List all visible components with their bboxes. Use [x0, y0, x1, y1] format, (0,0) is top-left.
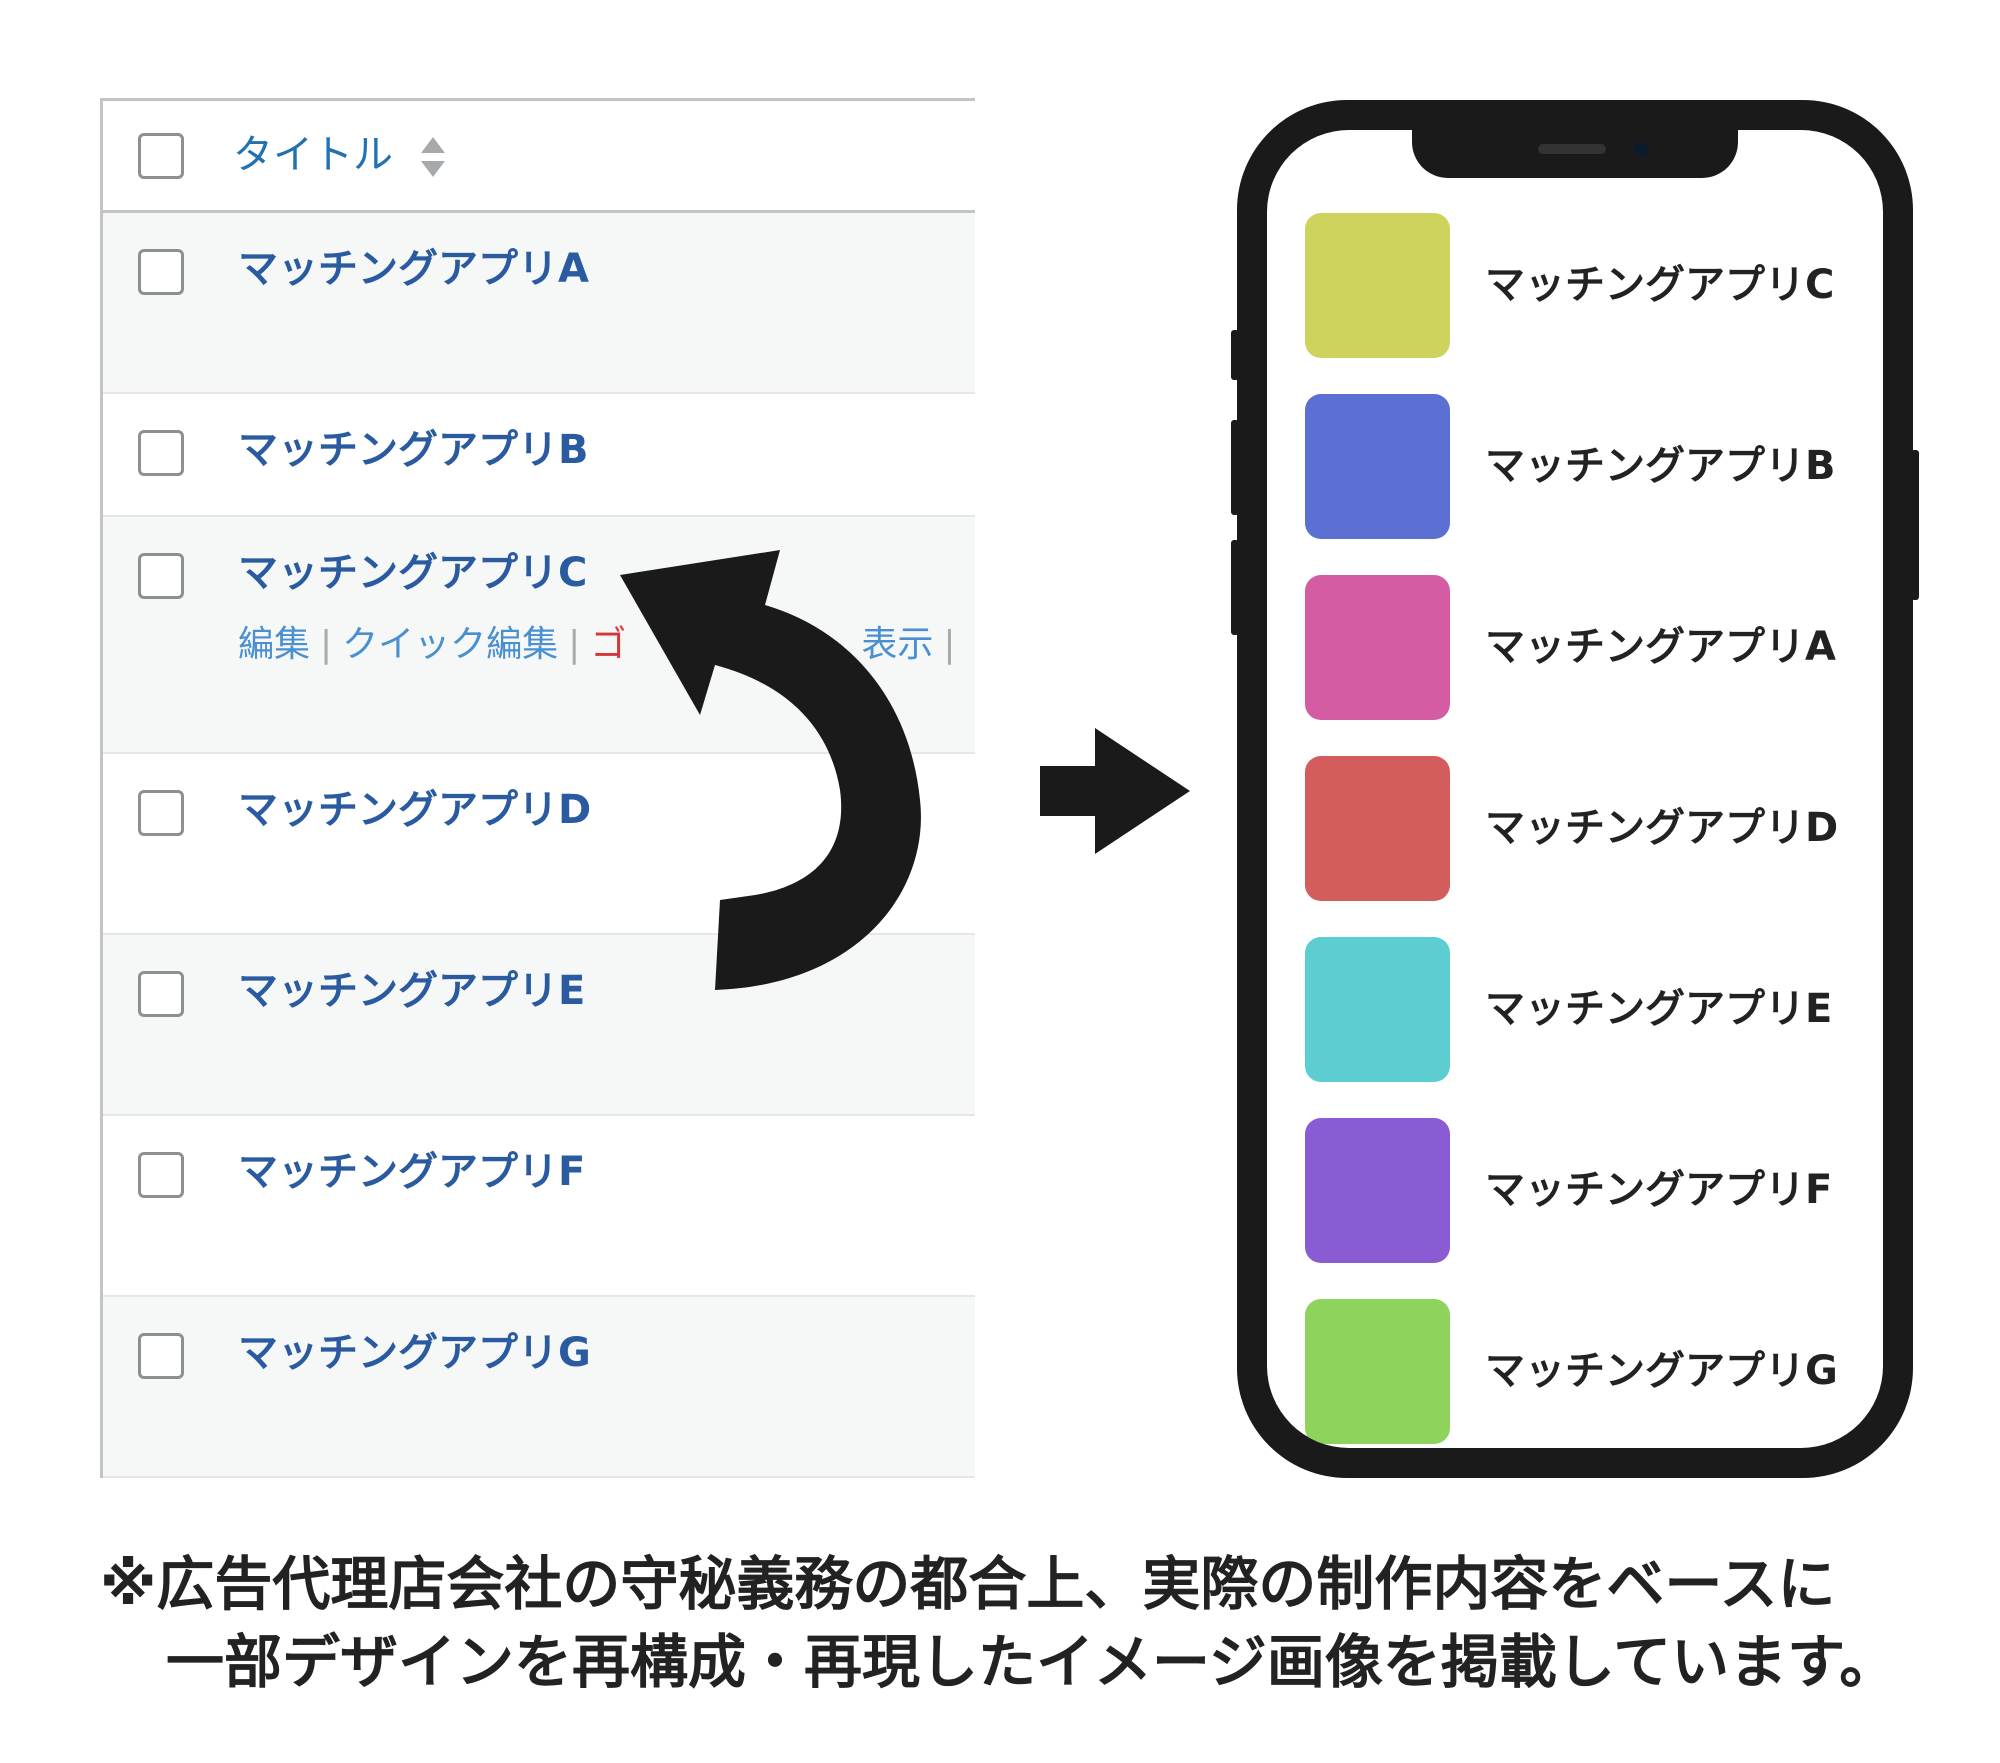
row-checkbox[interactable]	[138, 790, 184, 836]
sort-icon[interactable]	[419, 135, 447, 179]
action-separator: |	[943, 624, 956, 665]
app-color-swatch	[1305, 1299, 1450, 1444]
table-header: タイトル	[103, 101, 975, 213]
app-list-item[interactable]: マッチングアプリF	[1305, 1118, 1865, 1263]
app-list-item[interactable]: マッチングアプリC	[1305, 213, 1865, 358]
app-label: マッチングアプリD	[1485, 805, 1839, 851]
phone-volume-down-button	[1231, 540, 1239, 635]
table-row: マッチングアプリG	[103, 1297, 975, 1478]
select-all-checkbox[interactable]	[138, 133, 184, 179]
post-title-link[interactable]: マッチングアプリD	[238, 787, 592, 833]
post-title-link[interactable]: マッチングアプリG	[238, 1330, 591, 1376]
table-row: マッチングアプリB	[103, 394, 975, 517]
edit-link[interactable]: 編集	[238, 624, 311, 665]
row-checkbox[interactable]	[138, 553, 184, 599]
arrow-right-icon	[1040, 728, 1190, 854]
post-title-link[interactable]: マッチングアプリB	[238, 427, 589, 473]
app-list-item[interactable]: マッチングアプリG	[1305, 1299, 1865, 1444]
view-link[interactable]: 表示	[861, 624, 934, 665]
table-row: マッチングアプリF	[103, 1116, 975, 1297]
row-checkbox[interactable]	[138, 1152, 184, 1198]
post-title-link[interactable]: マッチングアプリF	[238, 1149, 586, 1195]
speaker-grille	[1538, 144, 1606, 154]
row-actions: 編集|クイック編集|ゴ表示|	[238, 617, 965, 673]
row-checkbox[interactable]	[138, 430, 184, 476]
phone-mockup: マッチングアプリC マッチングアプリB マッチングアプリA マッチングアプリD …	[1231, 100, 1919, 1478]
table-row: マッチングアプリA	[103, 213, 975, 394]
title-column-header[interactable]: タイトル	[233, 132, 393, 178]
disclaimer-footnote: ※広告代理店会社の守秘義務の都合上、実際の制作内容をベースに 一部デザインを再構…	[100, 1545, 1960, 1701]
front-camera	[1634, 142, 1648, 156]
quick-edit-link[interactable]: クイック編集	[342, 624, 559, 665]
post-title-link[interactable]: マッチングアプリE	[238, 968, 586, 1014]
disclaimer-line-2: 一部デザインを再構成・再現したイメージ画像を掲載しています。	[166, 1628, 1898, 1696]
trash-link[interactable]: ゴ	[590, 624, 627, 665]
disclaimer-line-1: ※広告代理店会社の守秘義務の都合上、実際の制作内容をベースに	[100, 1550, 1836, 1618]
phone-volume-up-button	[1231, 420, 1239, 515]
app-list-item[interactable]: マッチングアプリB	[1305, 394, 1865, 539]
app-color-swatch	[1305, 213, 1450, 358]
app-label: マッチングアプリA	[1485, 624, 1836, 670]
phone-notch	[1412, 130, 1738, 178]
app-list-item[interactable]: マッチングアプリE	[1305, 937, 1865, 1082]
app-label: マッチングアプリG	[1485, 1348, 1838, 1394]
app-color-swatch	[1305, 575, 1450, 720]
post-title-link[interactable]: マッチングアプリA	[238, 246, 589, 292]
app-label: マッチングアプリF	[1485, 1167, 1833, 1213]
reorder-curved-arrow-icon	[620, 550, 921, 990]
app-color-swatch	[1305, 937, 1450, 1082]
app-label: マッチングアプリE	[1485, 986, 1833, 1032]
app-color-swatch	[1305, 1118, 1450, 1263]
phone-power-button	[1911, 450, 1919, 600]
action-separator: |	[568, 624, 581, 665]
app-label: マッチングアプリB	[1485, 443, 1836, 489]
app-list-item[interactable]: マッチングアプリD	[1305, 756, 1865, 901]
app-color-swatch	[1305, 394, 1450, 539]
post-title-link[interactable]: マッチングアプリC	[238, 550, 588, 596]
row-checkbox[interactable]	[138, 971, 184, 1017]
phone-mute-button	[1231, 330, 1239, 380]
row-checkbox[interactable]	[138, 1333, 184, 1379]
action-separator: |	[320, 624, 333, 665]
table-row: マッチングアプリE	[103, 935, 975, 1116]
app-label: マッチングアプリC	[1485, 262, 1835, 308]
row-checkbox[interactable]	[138, 249, 184, 295]
app-color-swatch	[1305, 756, 1450, 901]
app-list-item[interactable]: マッチングアプリA	[1305, 575, 1865, 720]
post-list-table: タイトル マッチングアプリA マッチングアプリB マッチングアプリC 編集|クイ…	[100, 98, 975, 1478]
phone-screen: マッチングアプリC マッチングアプリB マッチングアプリA マッチングアプリD …	[1267, 130, 1883, 1448]
